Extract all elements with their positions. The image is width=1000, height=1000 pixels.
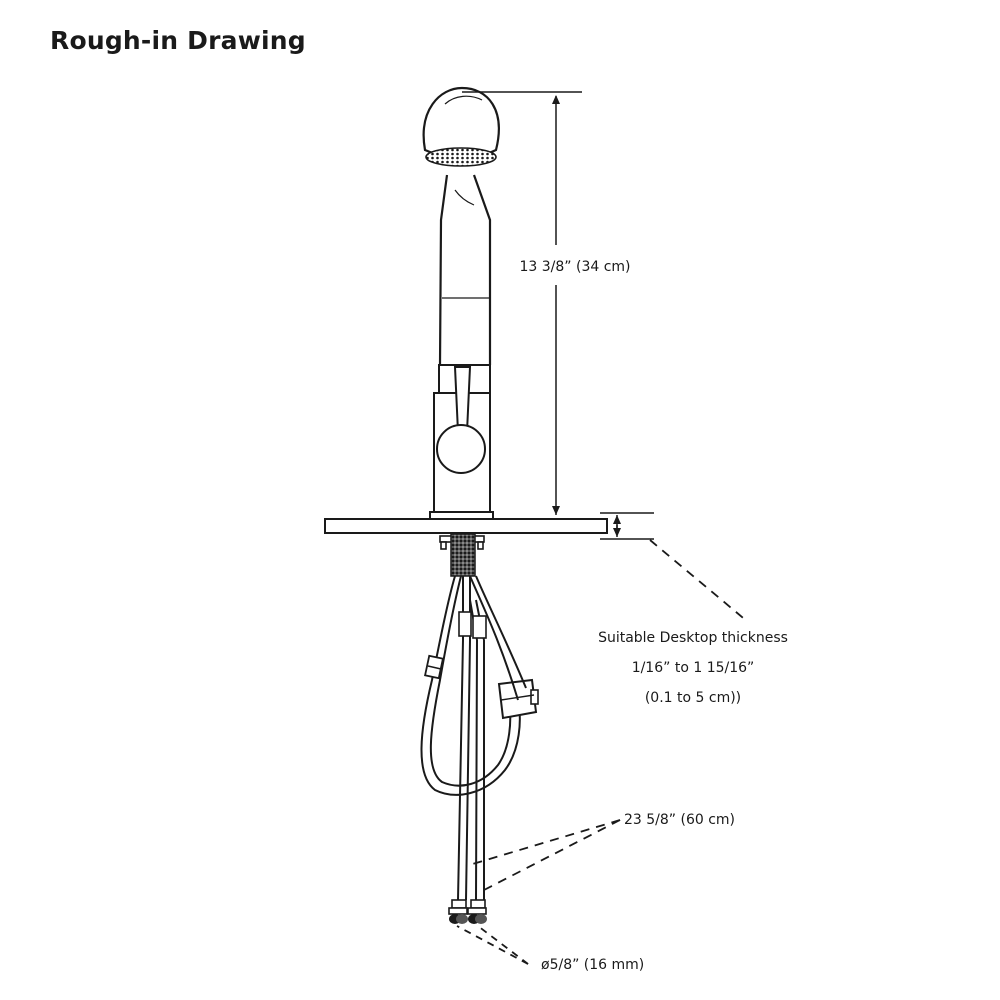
- hose-length-callout: 23 5/8” (60 cm): [465, 812, 735, 891]
- handle-lever: [453, 366, 472, 433]
- desktop-thickness-title: Suitable Desktop thickness: [598, 630, 788, 646]
- height-dimension: 13 3/8” (34 cm): [462, 91, 631, 515]
- spray-face: [425, 147, 497, 167]
- hose-fitting-left: [448, 899, 468, 924]
- countertop: [324, 518, 608, 534]
- height-label: 13 3/8” (34 cm): [519, 259, 630, 275]
- thickness-dimension: Suitable Desktop thickness 1/16” to 1 15…: [598, 512, 788, 706]
- desktop-thickness-inches: 1/16” to 1 15/16”: [632, 660, 755, 676]
- faucet: [422, 86, 500, 520]
- diameter-label: ø5/8” (16 mm): [541, 957, 644, 973]
- threaded-shank: [450, 533, 476, 577]
- page-title: Rough-in Drawing: [50, 26, 306, 55]
- handle-knob: [436, 424, 486, 474]
- supply-hose-right: [469, 575, 527, 701]
- desktop-thickness-cm: (0.1 to 5 cm)): [645, 690, 741, 706]
- below-deck-assembly: [420, 533, 539, 924]
- diameter-callout: ø5/8” (16 mm): [456, 925, 644, 973]
- spout-tube: [438, 174, 492, 366]
- pullout-hose: [420, 575, 521, 796]
- hose-length-label: 23 5/8” (60 cm): [624, 812, 735, 828]
- supply-hose-left: [457, 576, 471, 901]
- hose-fitting-right: [467, 899, 487, 924]
